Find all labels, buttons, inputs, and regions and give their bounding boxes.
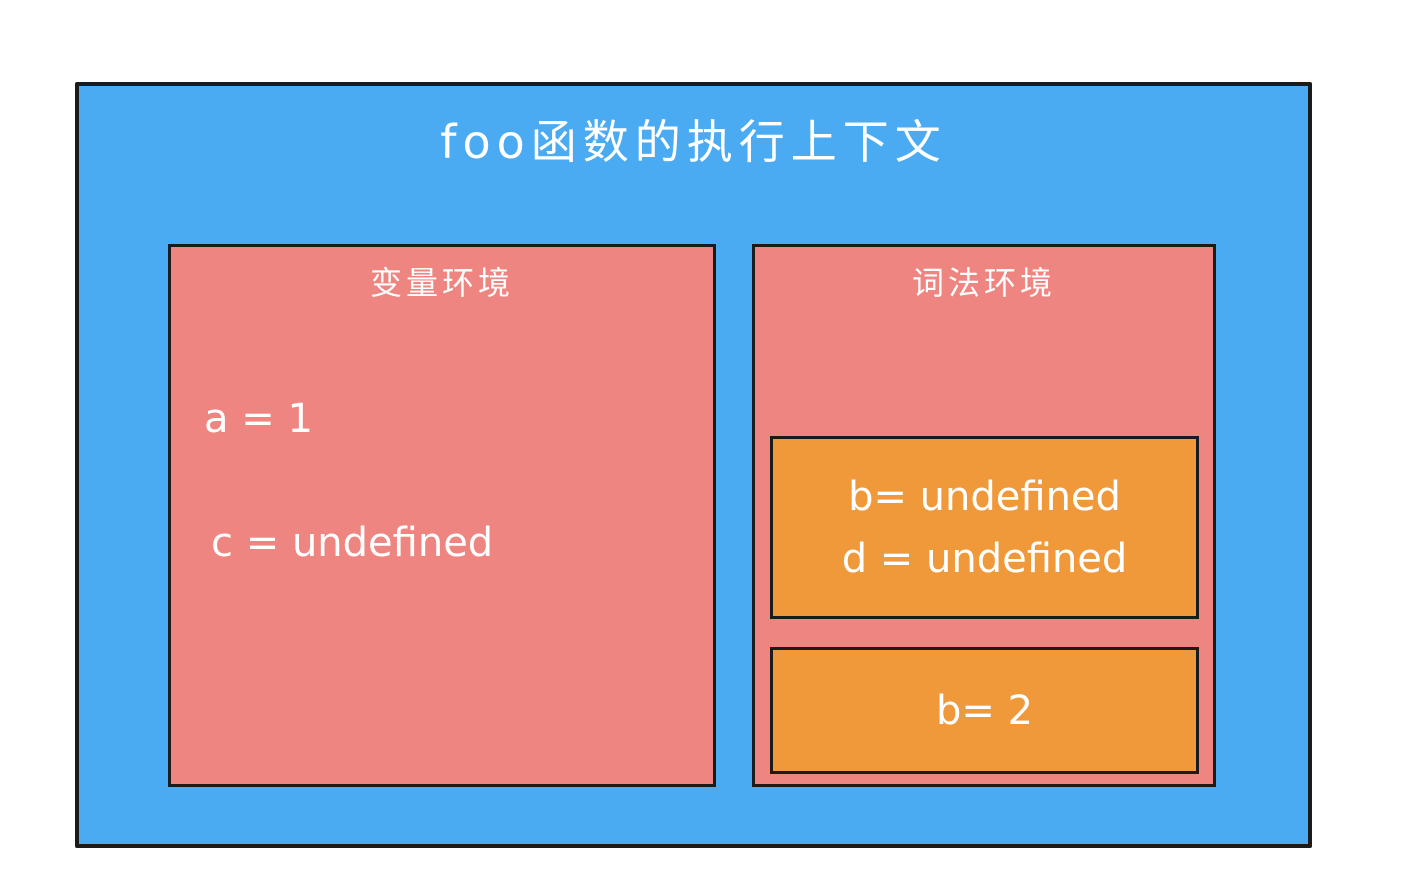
variable-entry-c: c = undefined (211, 520, 494, 566)
lexical-environment-box: 词法环境 b= undefined d = undefined b= 2 (752, 244, 1216, 787)
execution-context-box: foo函数的执行上下文 变量环境 a = 1 c = undefined 词法环… (75, 82, 1312, 848)
execution-context-title: foo函数的执行上下文 (440, 115, 947, 169)
variable-environment-box: 变量环境 a = 1 c = undefined (168, 244, 716, 787)
lexical-environment-title: 词法环境 (911, 264, 1056, 302)
lexical-entry-d-undefined: d = undefined (841, 535, 1128, 582)
lexical-entry-b-2: b= 2 (935, 687, 1034, 734)
lexical-entry-b-undefined: b= undefined (848, 473, 1121, 520)
variable-entry-a: a = 1 (204, 396, 313, 442)
lexical-block-outer: b= undefined d = undefined (770, 436, 1199, 619)
lexical-block-inner: b= 2 (770, 647, 1199, 774)
variable-environment-title: 变量环境 (369, 264, 514, 302)
